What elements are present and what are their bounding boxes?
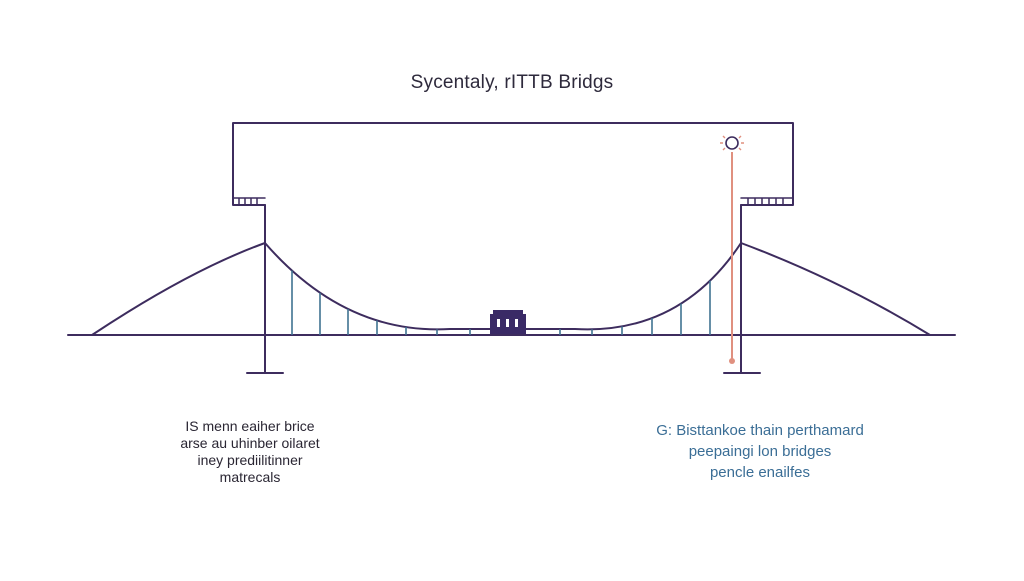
house-icon bbox=[490, 310, 526, 334]
diagram-title: Sycentaly, rITTB Bridgs bbox=[410, 72, 614, 93]
hanger-cables bbox=[291, 270, 711, 335]
side-cable-left bbox=[91, 242, 266, 336]
frame-ticks-left bbox=[232, 197, 266, 206]
side-cable-right bbox=[740, 242, 931, 336]
circle-marker-icon bbox=[720, 135, 744, 364]
note-left: IS menn eaiher brice arse au uhinber oil… bbox=[150, 418, 350, 486]
note-right-line: peepaingi lon bridges bbox=[688, 443, 832, 460]
note-right: G: Bisttankoe thain perthamard peepaingi… bbox=[620, 420, 900, 483]
note-left-line: iney prediilitinner bbox=[197, 452, 303, 468]
note-left-line: matrecals bbox=[219, 469, 281, 485]
note-right-line: G: Bisttankoe thain perthamard bbox=[656, 422, 864, 439]
note-left-line: IS menn eaiher brice bbox=[185, 418, 315, 434]
tower-left bbox=[246, 204, 284, 374]
top-frame bbox=[232, 122, 794, 206]
note-right-line: pencle enailfes bbox=[709, 464, 811, 481]
tower-right bbox=[723, 204, 761, 374]
note-left-line: arse au uhinber oilaret bbox=[180, 435, 320, 451]
frame-ticks-right bbox=[740, 197, 794, 206]
